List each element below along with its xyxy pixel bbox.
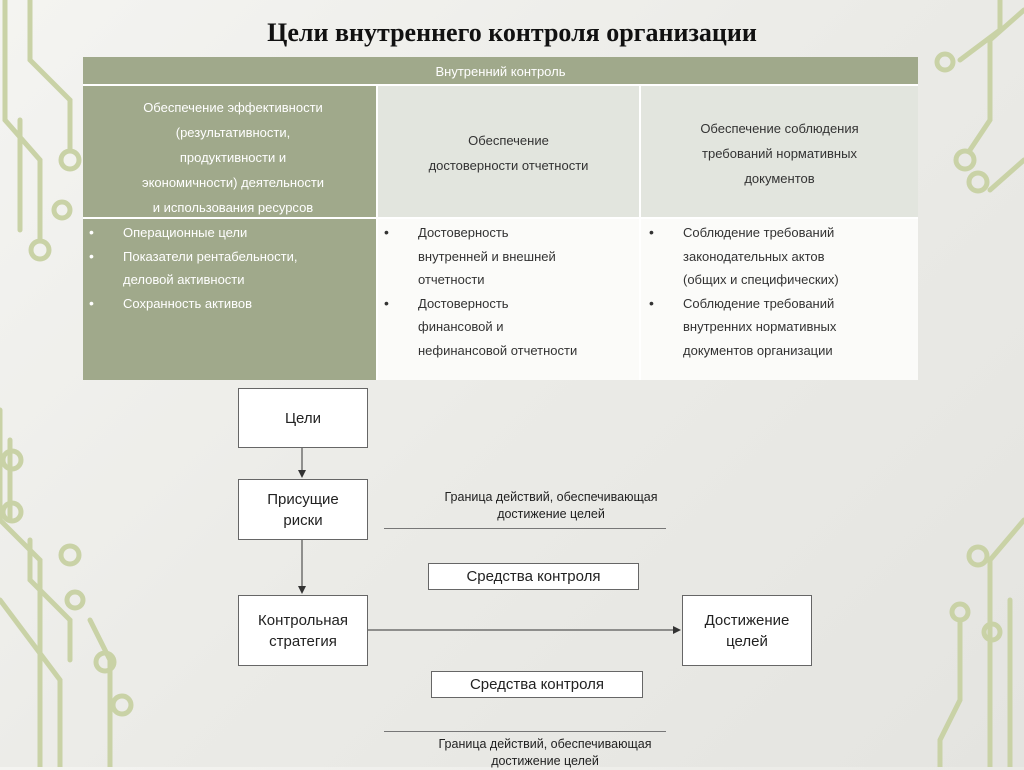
heading-line: Обеспечение [468, 133, 549, 148]
controls-box-top: Средства контроля [428, 563, 639, 590]
internal-control-table: Внутренний контроль Обеспечение эффектив… [83, 57, 918, 380]
heading-line: экономичности) деятельности [141, 175, 325, 190]
heading-line: Обеспечение эффективности [143, 100, 323, 115]
column-3-heading: Обеспечение соблюдения требований нормат… [641, 86, 918, 217]
heading-line: Обеспечение соблюдения [700, 121, 859, 136]
column-2-heading: Обеспечение достоверности отчетности [378, 86, 639, 217]
goals-box: Цели [238, 388, 368, 448]
column-1-items: Операционные цели Показатели рентабельно… [83, 219, 376, 380]
boundary-line-bottom [384, 731, 666, 732]
list-item: Показатели рентабельности,деловой активн… [83, 245, 373, 292]
boundary-line-top [384, 528, 666, 529]
column-1-heading: Обеспечение эффективности (результативно… [83, 86, 376, 217]
heading-line: (результативности, [175, 125, 291, 140]
heading-line: и использования ресурсов [152, 200, 314, 215]
controls-box-bottom: Средства контроля [431, 671, 643, 698]
page-title: Цели внутреннего контроля организации [267, 18, 757, 47]
list-item: Сохранность активов [83, 292, 373, 316]
heading-line: документов [744, 171, 815, 186]
heading-line: достоверности отчетности [428, 158, 589, 173]
list-item: Операционные цели [83, 221, 373, 245]
heading-line: продуктивности и [179, 150, 287, 165]
table-header: Внутренний контроль [83, 57, 918, 84]
heading-line: требований нормативных [702, 146, 857, 161]
